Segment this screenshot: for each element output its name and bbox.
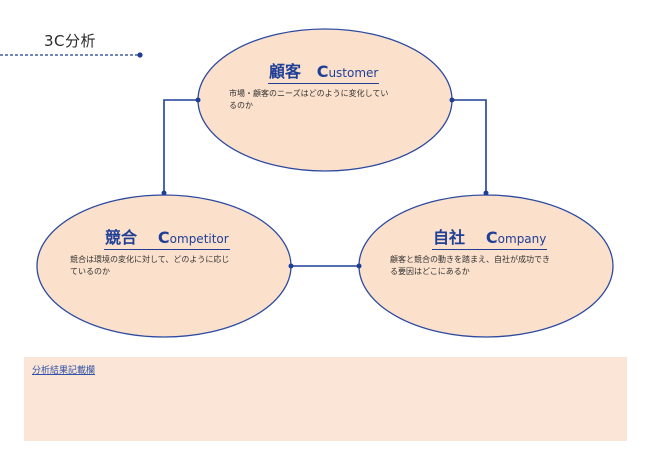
competitor-desc-line-2: ているのか — [70, 267, 110, 276]
header-line-end-dot — [137, 52, 143, 58]
connector-dot — [483, 190, 489, 196]
competitor-title-jp: 競合 — [105, 228, 138, 247]
connector-dot — [356, 263, 362, 269]
company-title: 自社 Company — [432, 224, 548, 250]
company-desc-line-1: 顧客と競合の動きを踏まえ、自社が成功でき — [390, 255, 550, 264]
company-title-jp: 自社 — [433, 228, 466, 247]
customer-description: 市場・顧客のニーズはどのように変化してい るのか — [229, 88, 388, 112]
customer-title-initial: C — [316, 62, 329, 81]
connector-dot — [195, 97, 201, 103]
connector-customer-competitor — [163, 99, 198, 193]
company-title-rest: ompany — [497, 232, 547, 246]
customer-title-rest: ustomer — [328, 66, 379, 80]
connector-dot — [449, 97, 455, 103]
competitor-title-rest: ompetitor — [169, 232, 229, 246]
customer-title: 顧客 Customer — [268, 58, 380, 84]
competitor-title-initial: C — [157, 228, 170, 247]
page-title: 3C分析 — [44, 32, 97, 50]
competitor-title: 競合 Competitor — [104, 224, 230, 250]
customer-desc-line-1: 市場・顧客のニーズはどのように変化してい — [229, 89, 389, 98]
customer-desc-line-2: るのか — [229, 101, 253, 110]
connector-customer-company — [452, 99, 487, 193]
competitor-desc-line-1: 競合は環境の変化に対して、どのように応じ — [70, 255, 230, 264]
competitor-description: 競合は環境の変化に対して、どのように応じ ているのか — [70, 254, 229, 278]
company-description: 顧客と競合の動きを踏まえ、自社が成功でき る要因はどこにあるか — [390, 254, 550, 278]
company-desc-line-2: る要因はどこにあるか — [390, 267, 470, 276]
customer-title-jp: 顧客 — [269, 62, 302, 81]
company-title-initial: C — [485, 228, 498, 247]
analysis-result-panel[interactable]: 分析結果記載欄 — [24, 357, 627, 441]
connector-dot — [161, 190, 167, 196]
connector-dot — [288, 263, 294, 269]
analysis-result-label: 分析結果記載欄 — [32, 366, 96, 376]
